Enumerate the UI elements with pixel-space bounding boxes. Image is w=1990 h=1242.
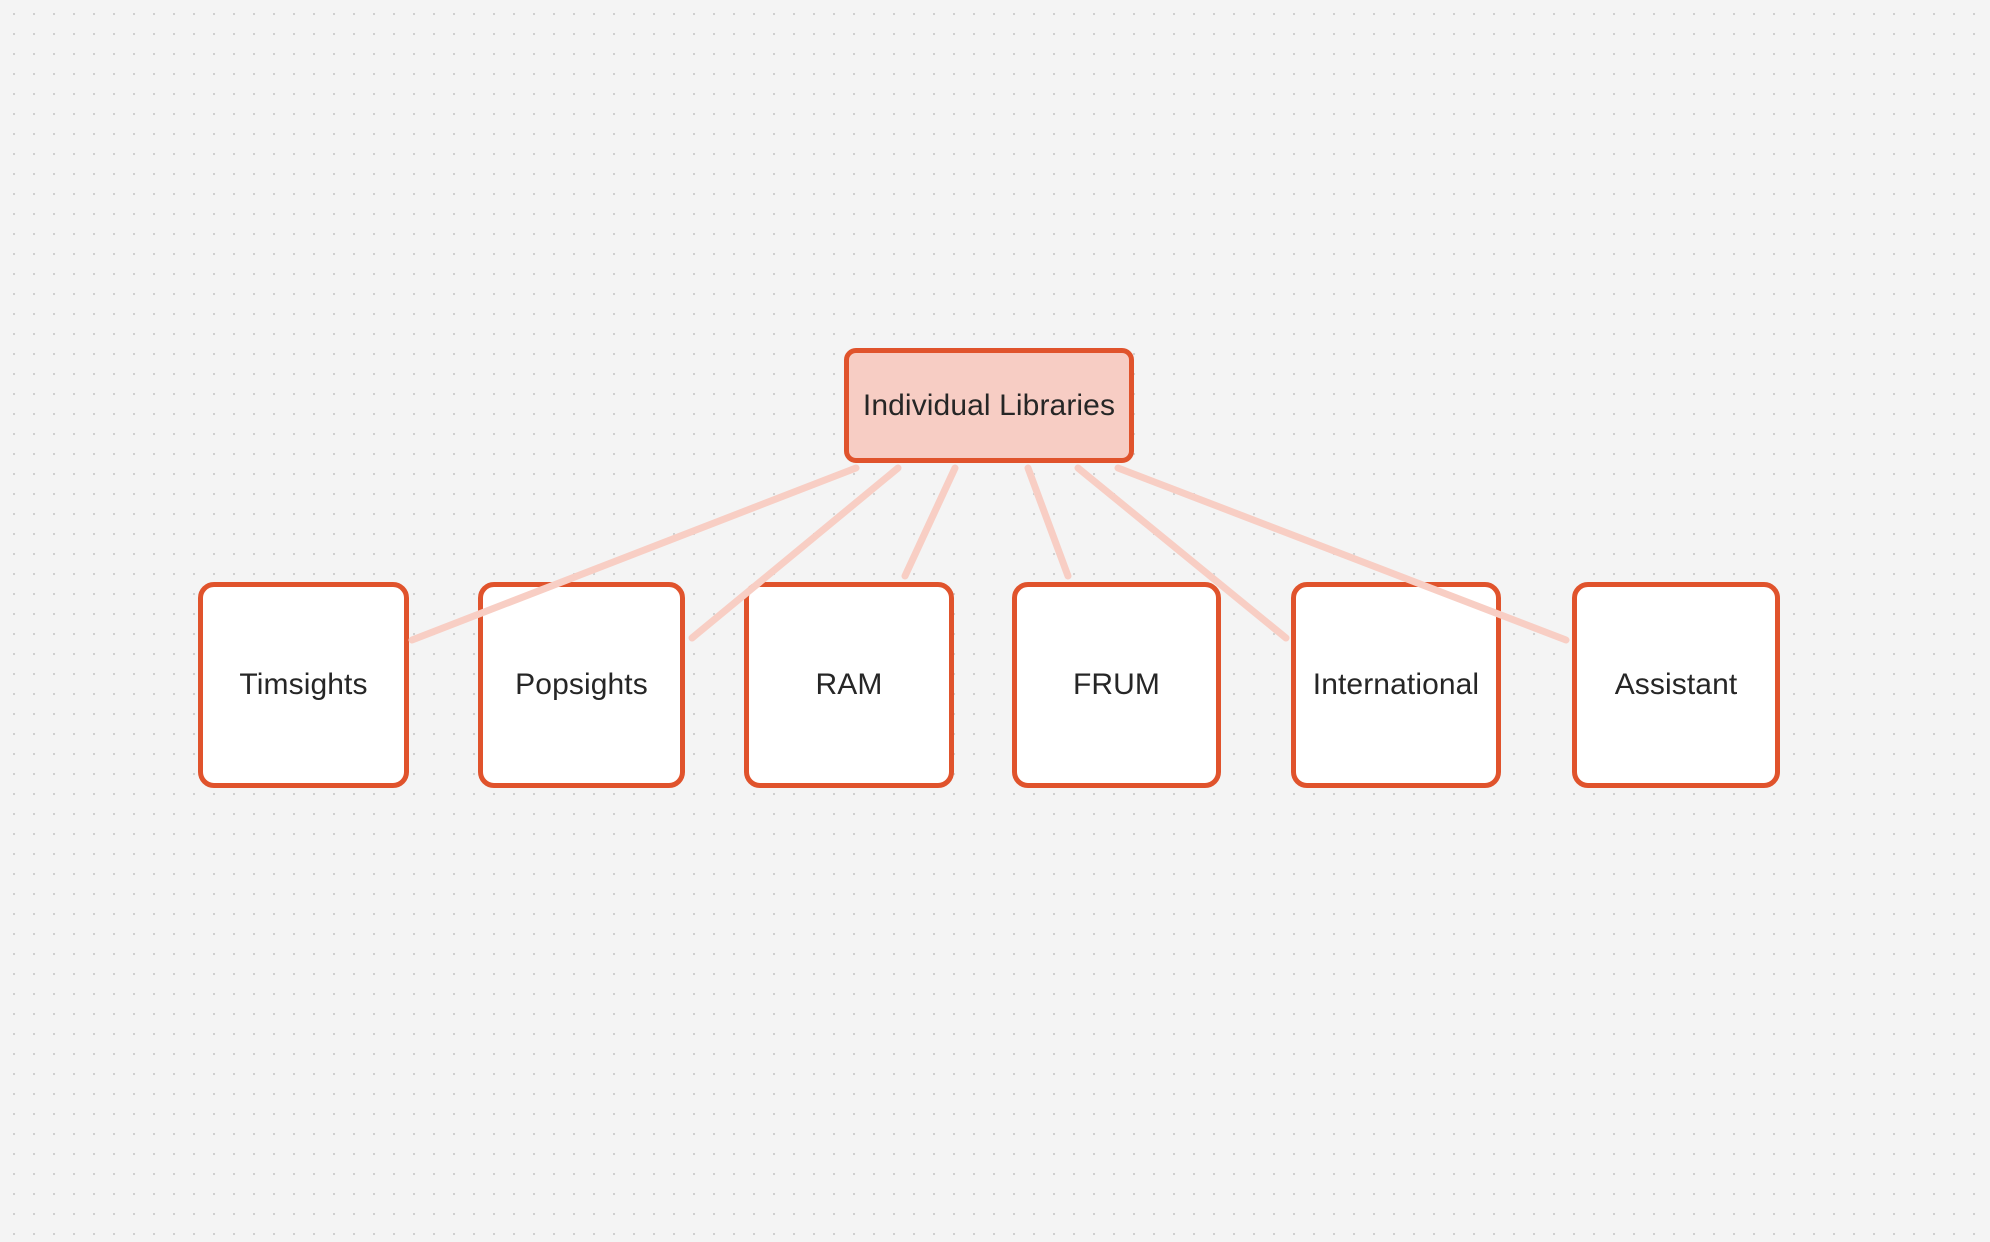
node-frum[interactable]: FRUM	[1012, 582, 1221, 788]
edge-root-ram[interactable]	[901, 464, 959, 580]
node-label: FRUM	[1072, 668, 1161, 701]
edge-root-frum[interactable]	[1024, 464, 1072, 580]
node-label: International	[1312, 668, 1480, 701]
node-label: Individual Libraries	[862, 388, 1116, 422]
node-label: Assistant	[1614, 668, 1738, 701]
node-label: Popsights	[515, 668, 648, 701]
node-label: RAM	[815, 668, 883, 701]
node-ram[interactable]: RAM	[744, 582, 954, 788]
node-assistant[interactable]: Assistant	[1572, 582, 1780, 788]
node-individual-libraries[interactable]: Individual Libraries	[844, 348, 1134, 463]
node-international[interactable]: International	[1291, 582, 1501, 788]
node-label: Timsights	[239, 668, 368, 701]
node-popsights[interactable]: Popsights	[478, 582, 685, 788]
node-timsights[interactable]: Timsights	[198, 582, 409, 788]
